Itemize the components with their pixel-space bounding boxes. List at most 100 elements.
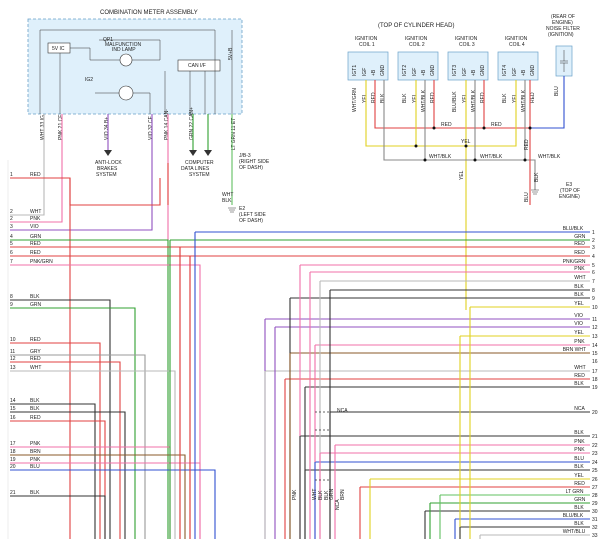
bus-red2-label: RED <box>491 122 502 128</box>
c2-wire-3: WHT/BLK <box>421 89 427 112</box>
abs-ref-2: BRAKES <box>97 166 118 172</box>
right-wire-8-label: BLK <box>574 284 584 290</box>
cds-ref-1: COMPUTER <box>185 160 214 166</box>
left-wire-14 <box>10 370 176 539</box>
meter-pin-7-num: 11 <box>231 125 237 130</box>
bottom-label-6: NCA <box>335 499 341 510</box>
c1-wire-2: YEL <box>362 93 368 103</box>
c2-pin-1: IGT2 <box>402 65 408 76</box>
coil-4-name-2: COIL 4 <box>509 42 525 48</box>
left-wire-1-num: 1 <box>10 172 13 178</box>
meter-pin-5-color: PNK <box>164 129 170 140</box>
svg-text:PNK 14 CAN-: PNK 14 CAN- <box>164 109 170 140</box>
svg-text:GRN 22 CAN+: GRN 22 CAN+ <box>189 107 195 140</box>
right-wire-3-num: 3 <box>592 245 595 251</box>
meter-pin-1-name: IG <box>40 115 46 120</box>
right-wire-15-label: BRN WHT <box>563 347 586 353</box>
right-wire-29-num: 29 <box>592 501 598 507</box>
right-wire-26-num: 26 <box>592 477 598 483</box>
c4-pin-4: GND <box>530 65 536 77</box>
right-wire-9-num: 9 <box>592 296 595 302</box>
meter-pin-5-num: 14 <box>164 123 170 129</box>
left-wire-5-label: GRN <box>30 234 42 240</box>
noise-ref-1: (REAR OF <box>551 14 575 20</box>
right-wire-19-num: 19 <box>592 385 598 391</box>
plus-b-label: 5V+B <box>228 47 234 60</box>
malfunction-lamp-icon <box>119 53 133 67</box>
right-wire-12-num: 12 <box>592 325 598 331</box>
bus-blk-label: BLK <box>534 172 540 182</box>
left-wire-15-label: BLK <box>30 398 40 404</box>
can-if-label: CAN I/F <box>188 63 206 69</box>
bottom-label-2: WHT <box>312 489 318 500</box>
coil-2-box <box>397 51 439 81</box>
right-wire-23-label: PNK <box>574 447 585 453</box>
abs-ref-3: SYSTEM <box>96 172 117 178</box>
capacitor-icon <box>560 50 568 72</box>
vertical-drops <box>7 160 481 539</box>
meter-pin-3-name: B+ <box>104 117 110 123</box>
c1-pin-3: +B <box>371 69 377 76</box>
right-wire-27-num: 27 <box>592 485 598 491</box>
left-wire-13-num: 12 <box>10 356 16 362</box>
meter-pin-4-num: 32 <box>148 124 154 130</box>
right-wire-13-label: YEL <box>574 330 584 336</box>
e2-ref-2: (LEFT SIDE <box>239 212 267 218</box>
c3-pin-1: IGT3 <box>452 65 458 76</box>
c2-wire-1: BLK <box>402 93 408 103</box>
left-wire-13-label: RED <box>30 356 41 362</box>
meter-pins: WHT 33 IG PNK 21 CE VIO 34 B+ VIO 32 CE … <box>40 107 237 150</box>
e3-ref-3: ENGINE) <box>559 194 580 200</box>
bus-red-label: RED <box>441 122 452 128</box>
left-wire-2-label: WHT <box>30 209 41 215</box>
meter-internal-lines <box>39 29 233 114</box>
c3-wire-4: RED <box>480 92 486 103</box>
can-if-box <box>177 59 221 72</box>
right-wire-20-label: NCA <box>574 406 585 412</box>
right-wire-28-num: 28 <box>592 493 598 499</box>
bus-blu-label: BLU <box>554 86 560 96</box>
left-wire-18-num: 17 <box>10 441 16 447</box>
left-wire-18-label: PNK <box>30 441 41 447</box>
right-wire-1-num: 1 <box>592 230 595 236</box>
jb-ref-3: OF DASH) <box>239 165 263 171</box>
e3-ref-2: (TOP OF <box>560 188 580 194</box>
coil-heading: (TOP OF CYLINDER HEAD) <box>378 23 454 29</box>
bus-whtblk3-label: WHT/BLK <box>538 154 561 160</box>
coil-4-box <box>497 51 539 81</box>
coil-3-box <box>447 51 489 81</box>
lamp-label-2: IND LAMP <box>112 47 136 53</box>
c4-wire-4: RED <box>530 92 536 103</box>
bottom-label-7: BRN <box>340 489 346 500</box>
ignition-coils: IGNITION COIL 1 IGNITION COIL 2 IGNITION… <box>347 36 539 81</box>
c3-pin-3: +B <box>471 69 477 76</box>
right-wire-1-label: BLU/BLK <box>563 226 584 232</box>
cds-arrow2-icon <box>204 150 212 156</box>
left-wire-6-num: 5 <box>10 241 13 247</box>
left-wire-11-num: 10 <box>10 337 16 343</box>
left-wire-9 <box>10 299 111 539</box>
right-wire-17-num: 17 <box>592 369 598 375</box>
right-wire-30-label: BLK <box>574 505 584 511</box>
jb-ref-1: J/B-3 <box>239 153 251 159</box>
meter-pin-6-num: 22 <box>189 122 195 128</box>
left-wire-20 <box>10 462 201 539</box>
c4-pin-3: +B <box>521 69 527 76</box>
right-wire-8-num: 8 <box>592 288 595 294</box>
meter-pin-3-color: VIO <box>104 131 110 140</box>
meter-pin-7-color: LT GRN <box>231 132 237 150</box>
right-wire-17-label: WHT <box>574 365 585 371</box>
left-wire-17 <box>10 420 106 539</box>
coil-3-name-1: IGNITION <box>455 36 478 42</box>
c3-pin-2: IGF <box>462 68 468 76</box>
c3-wire-3: WHT/BLK <box>471 89 477 112</box>
right-wire-22-label: PNK <box>574 439 585 445</box>
c2-wire-2: YEL <box>412 93 418 103</box>
cds-ref-2: DATA LINES <box>181 166 210 172</box>
noise-ref-3: NOISE FILTER <box>546 26 580 32</box>
right-wire-14-num: 14 <box>592 343 598 349</box>
c2-wire-4: RED <box>430 92 436 103</box>
right-wire-12-label: VIO <box>574 321 583 327</box>
jb-ref-2: (RIGHT SIDE <box>239 159 270 165</box>
